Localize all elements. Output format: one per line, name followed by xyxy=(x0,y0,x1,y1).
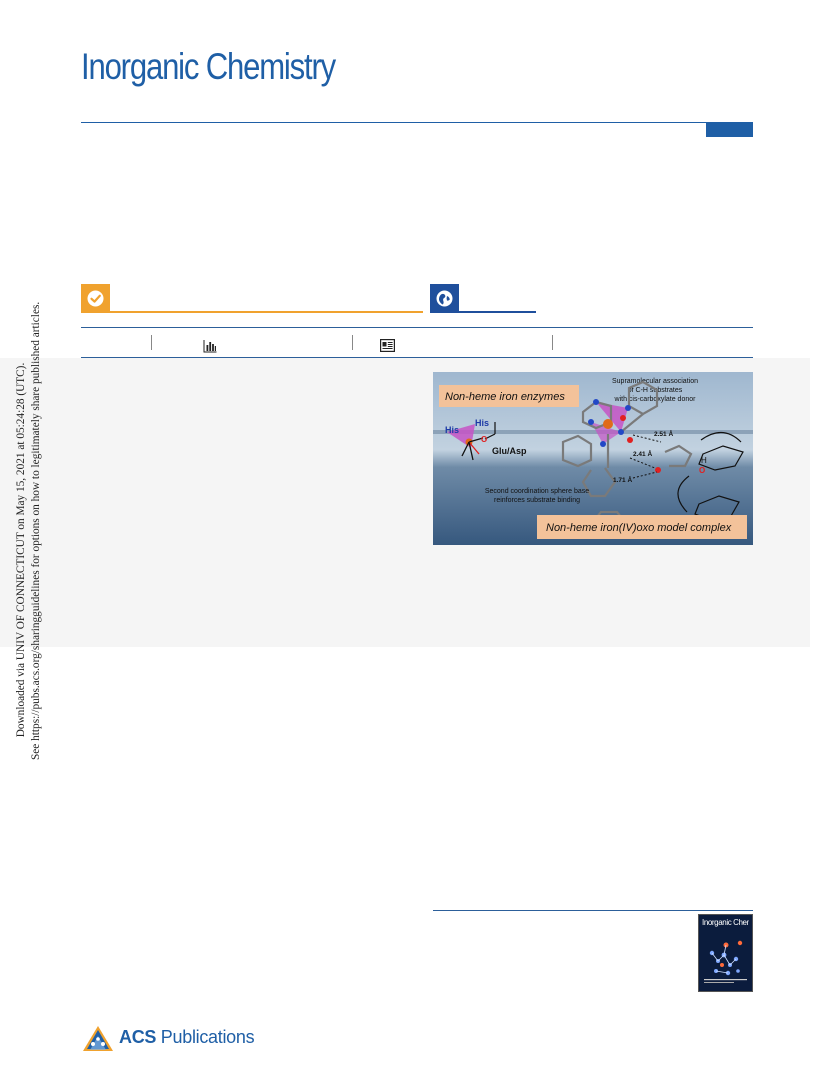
distance-label: 1.71 Å xyxy=(613,475,632,484)
atom-label: O xyxy=(699,466,705,475)
journal-title: Inorganic Chemistry xyxy=(81,46,336,87)
badge-underline-blue xyxy=(430,311,536,313)
distance-label: 2.51 Å xyxy=(654,429,673,438)
svg-text:O: O xyxy=(481,435,487,444)
publisher-name-bold: ACS xyxy=(119,1027,157,1047)
download-notice: Downloaded via UNIV OF CONNECTICUT on Ma… xyxy=(14,301,44,760)
article-icon xyxy=(380,339,396,353)
caption-mid-line: reinforces substrate binding xyxy=(494,497,580,504)
enzyme-label: Non-heme iron enzymes xyxy=(445,391,565,403)
model-complex-label: Non-heme iron(IV)oxo model complex xyxy=(546,522,732,534)
his-label: His xyxy=(475,418,489,428)
caption-mid-line: Second coordination sphere base xyxy=(485,488,589,495)
open-access-badge[interactable] xyxy=(81,284,110,313)
metrics-separator xyxy=(352,335,353,350)
toc-graphic: Non-heme iron enzymes Supramolecular ass… xyxy=(433,372,753,545)
distance-label: 2.41 Å xyxy=(633,449,652,458)
his-label: His xyxy=(445,425,459,435)
free-access-badge[interactable] xyxy=(430,284,459,313)
header-rule xyxy=(81,122,753,123)
journal-cover[interactable]: Inorganic Chemistry xyxy=(698,914,753,992)
atom-label: H xyxy=(701,456,707,465)
glu-asp-label: Glu/Asp xyxy=(492,446,527,456)
caption-top-line: with cis-carboxylate donor xyxy=(614,396,697,403)
check-circle-icon xyxy=(87,290,104,307)
header-tab xyxy=(706,122,753,137)
publisher-name: ACS Publications xyxy=(119,1027,255,1048)
publisher-name-rest: Publications xyxy=(156,1027,255,1047)
acs-logo-icon xyxy=(83,1026,113,1051)
metrics-separator xyxy=(552,335,553,350)
metrics-link[interactable] xyxy=(203,339,217,353)
badge-underline-orange xyxy=(81,311,423,313)
cover-rule xyxy=(433,910,753,911)
download-notice-line: Downloaded via UNIV OF CONNECTICUT on Ma… xyxy=(15,362,27,738)
globe-icon xyxy=(436,290,453,307)
cover-title: Inorganic Chemistry xyxy=(702,919,749,927)
metrics-rule-bottom xyxy=(81,357,753,358)
caption-top-line: Supramolecular association xyxy=(612,378,698,385)
caption-top-line: of C-H substrates xyxy=(628,387,683,394)
article-recommendations-link[interactable] xyxy=(380,339,396,353)
bar-chart-icon xyxy=(203,340,217,353)
cover-artwork xyxy=(704,940,747,983)
metrics-separator xyxy=(151,335,152,350)
metrics-rule-top xyxy=(81,327,753,328)
download-notice-line: See https://pubs.acs.org/sharingguidelin… xyxy=(30,301,42,760)
